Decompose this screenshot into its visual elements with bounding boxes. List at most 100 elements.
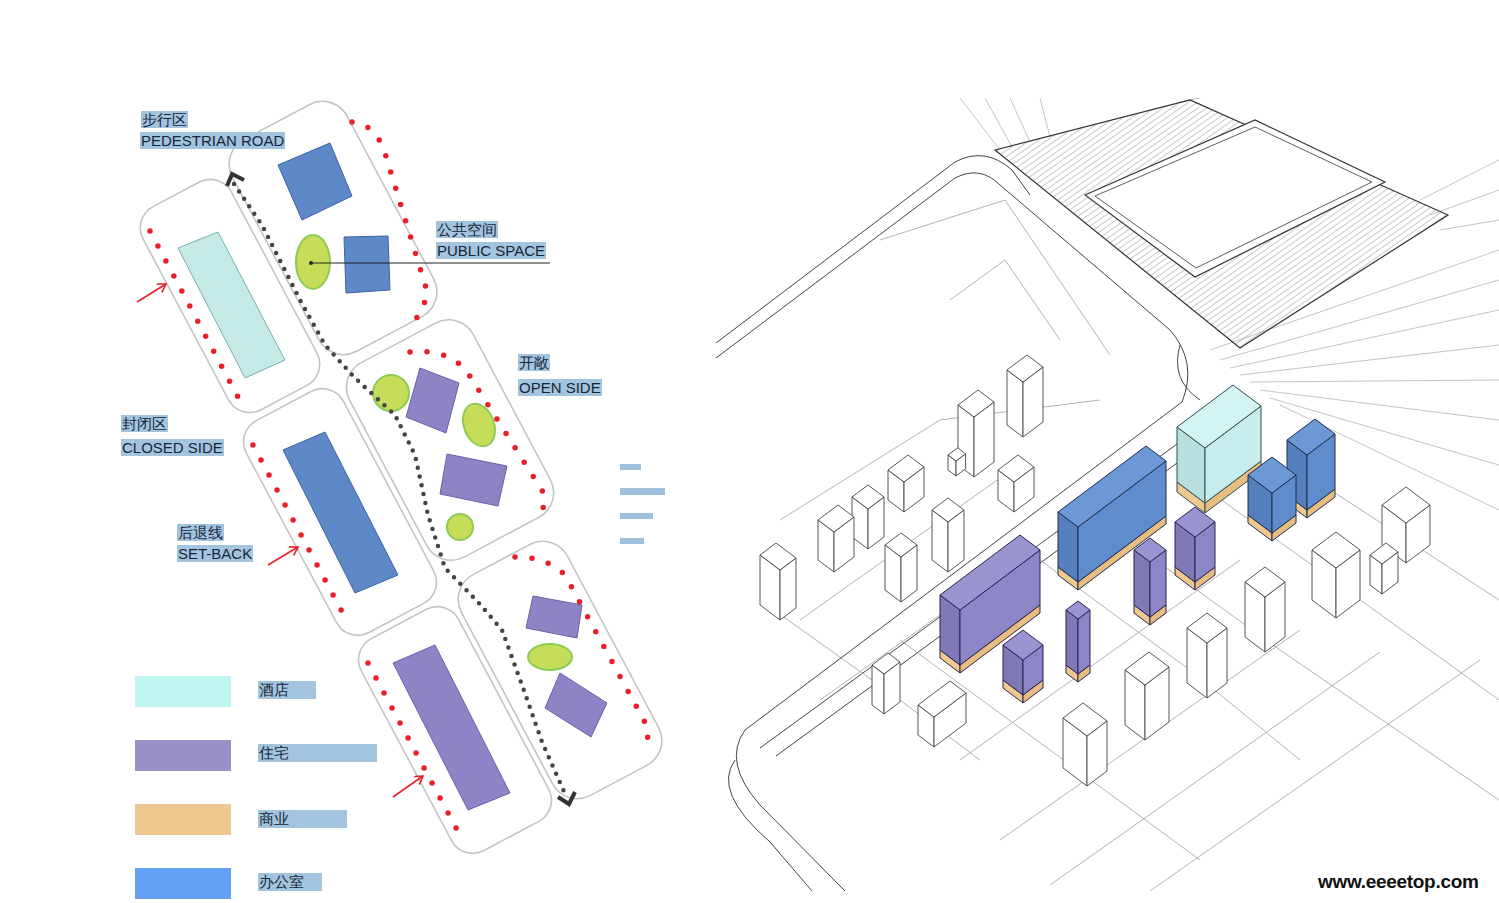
station-roof-inner	[1085, 120, 1385, 277]
building-face	[1125, 652, 1169, 685]
arrow	[268, 547, 298, 565]
track	[960, 98, 1000, 150]
green-space	[296, 235, 330, 289]
callout-label: 后退线	[177, 524, 224, 541]
building-face	[760, 543, 796, 570]
building-face	[1382, 487, 1430, 523]
building-face	[918, 681, 966, 717]
building-face	[1078, 610, 1090, 674]
legend-swatch	[135, 676, 231, 707]
callout-label: CLOSED SIDE	[121, 439, 224, 456]
decor-bar	[620, 464, 641, 470]
leader-dot	[309, 261, 313, 265]
watermark: www.eeeetop.com	[1318, 871, 1479, 893]
road	[776, 428, 1225, 756]
callout-label: OPEN SIDE	[518, 379, 602, 396]
building-face	[1175, 507, 1215, 537]
legend-text: 商业	[258, 810, 347, 828]
building-face	[932, 498, 964, 522]
legend-text: 酒店	[258, 681, 316, 699]
track	[985, 98, 1012, 147]
building-face	[1312, 532, 1360, 568]
office-building	[283, 432, 398, 593]
legend-swatch	[135, 804, 231, 835]
setback-arrows	[137, 284, 423, 797]
path-end-mark	[227, 174, 244, 186]
legend-swatch	[135, 740, 231, 771]
decor-bar	[620, 488, 665, 495]
path-end-mark	[558, 792, 575, 804]
arrow	[137, 284, 166, 302]
callout-label: 步行区	[141, 111, 188, 128]
street	[900, 640, 1200, 860]
track	[1040, 98, 1050, 137]
track	[1010, 98, 1030, 142]
building-face	[1007, 355, 1043, 382]
building-face	[1287, 419, 1335, 455]
residential-building	[545, 673, 607, 737]
building-face	[940, 535, 1040, 610]
building-face	[885, 533, 917, 557]
road	[728, 760, 812, 891]
rail-tracks	[960, 98, 1499, 510]
decor-bar	[620, 538, 644, 544]
axonometric-scene	[716, 98, 1499, 891]
road	[716, 156, 1030, 343]
street	[1100, 520, 1499, 800]
green-space	[447, 514, 473, 540]
track	[1240, 345, 1499, 375]
track	[1280, 405, 1499, 510]
setback-line	[253, 445, 347, 621]
decor-bar	[620, 513, 653, 519]
building-face	[1187, 613, 1227, 643]
building-face	[1134, 538, 1166, 562]
station-roof-inner	[1095, 127, 1372, 268]
building-face	[1066, 601, 1090, 619]
pedestrian-path	[234, 184, 566, 796]
building-face	[1248, 457, 1296, 493]
callout-label: SET-BACK	[177, 545, 253, 562]
building-face	[948, 448, 966, 461]
track	[1250, 380, 1499, 382]
building-face	[998, 455, 1034, 482]
building-face	[888, 455, 924, 482]
legend-text: 办公室	[258, 873, 322, 891]
streets	[760, 200, 1499, 891]
building-face	[1003, 630, 1043, 660]
green-space	[457, 399, 500, 451]
track	[1260, 390, 1499, 420]
callout-label: PUBLIC SPACE	[436, 242, 546, 259]
block-outlines	[132, 92, 672, 862]
street	[1180, 470, 1499, 700]
building-face	[818, 505, 854, 532]
setback-line	[368, 663, 462, 839]
setback-line	[515, 557, 649, 742]
building-face	[1058, 446, 1166, 527]
office-building	[278, 143, 352, 220]
callout-label: 封闭区	[121, 415, 168, 432]
green-space	[373, 375, 409, 411]
road	[1178, 345, 1201, 400]
callout-label: 公共空间	[436, 221, 498, 238]
station-roof	[995, 100, 1448, 348]
residential-building	[406, 368, 459, 433]
building-face	[1063, 703, 1107, 736]
callout-label: PEDESTRIAN ROAD	[140, 132, 285, 149]
legend-text: 住宅	[258, 744, 377, 762]
building-face	[1177, 385, 1261, 448]
street	[1040, 560, 1300, 760]
roads	[716, 156, 1225, 891]
street	[780, 400, 1100, 520]
setback-line	[410, 351, 544, 516]
green-space	[528, 644, 572, 670]
leader-line	[311, 263, 550, 264]
building-face	[958, 390, 994, 417]
street	[880, 200, 1110, 355]
setback-line	[352, 122, 427, 326]
track	[1440, 220, 1499, 230]
building-face	[852, 485, 884, 509]
setback-line	[150, 231, 239, 399]
building-face	[1066, 610, 1078, 674]
buildings	[760, 355, 1430, 786]
